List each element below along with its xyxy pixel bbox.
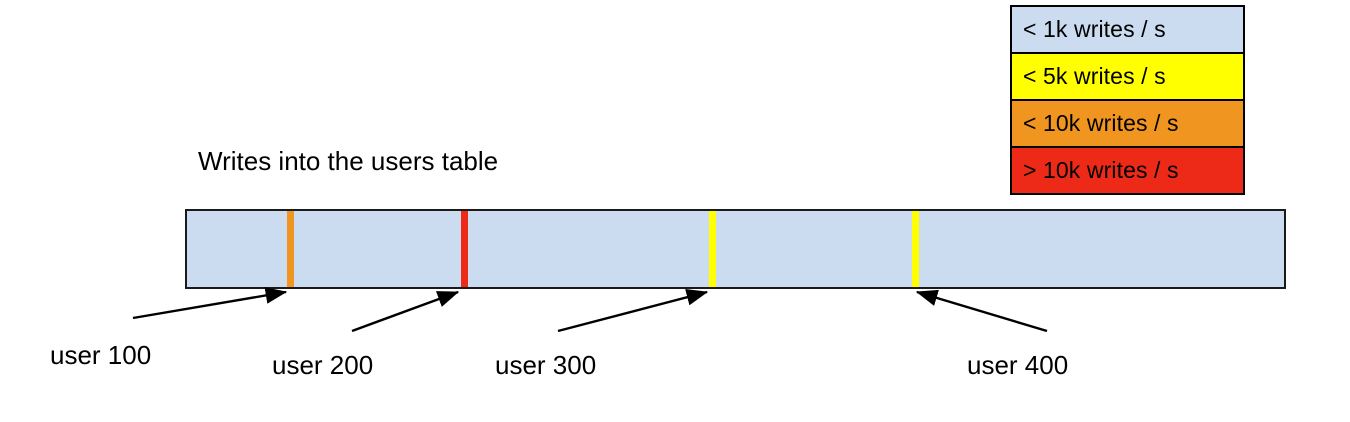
legend-label-under-1k: < 1k writes / s — [1023, 16, 1166, 42]
legend-label-under-5k: < 5k writes / s — [1023, 63, 1166, 89]
legend-row-under-5k: < 5k writes / s — [1012, 54, 1243, 101]
user-100-label: user 100 — [50, 340, 152, 370]
legend-label-over-10k: > 10k writes / s — [1023, 157, 1179, 183]
user-100-stripe — [287, 211, 294, 287]
user-400-label: user 400 — [967, 350, 1069, 380]
legend-row-under-10k: < 10k writes / s — [1012, 101, 1243, 148]
user-300-label: user 300 — [495, 350, 597, 380]
user-400-arrow — [915, 289, 1048, 333]
user-400-stripe — [912, 211, 919, 287]
legend-row-under-1k: < 1k writes / s — [1012, 7, 1243, 54]
chart-title: Writes into the users table — [198, 146, 499, 176]
user-200-arrow — [351, 290, 460, 333]
user-200-label: user 200 — [272, 350, 374, 380]
user-100-arrow — [132, 287, 288, 320]
user-300-arrow — [557, 289, 709, 333]
legend-label-under-10k: < 10k writes / s — [1023, 110, 1179, 136]
legend-row-over-10k: > 10k writes / s — [1012, 148, 1243, 193]
write-rate-legend: < 1k writes / s < 5k writes / s < 10k wr… — [1010, 5, 1245, 195]
user-200-stripe — [461, 211, 468, 287]
user-300-stripe — [709, 211, 716, 287]
users-table-bar — [185, 209, 1286, 289]
